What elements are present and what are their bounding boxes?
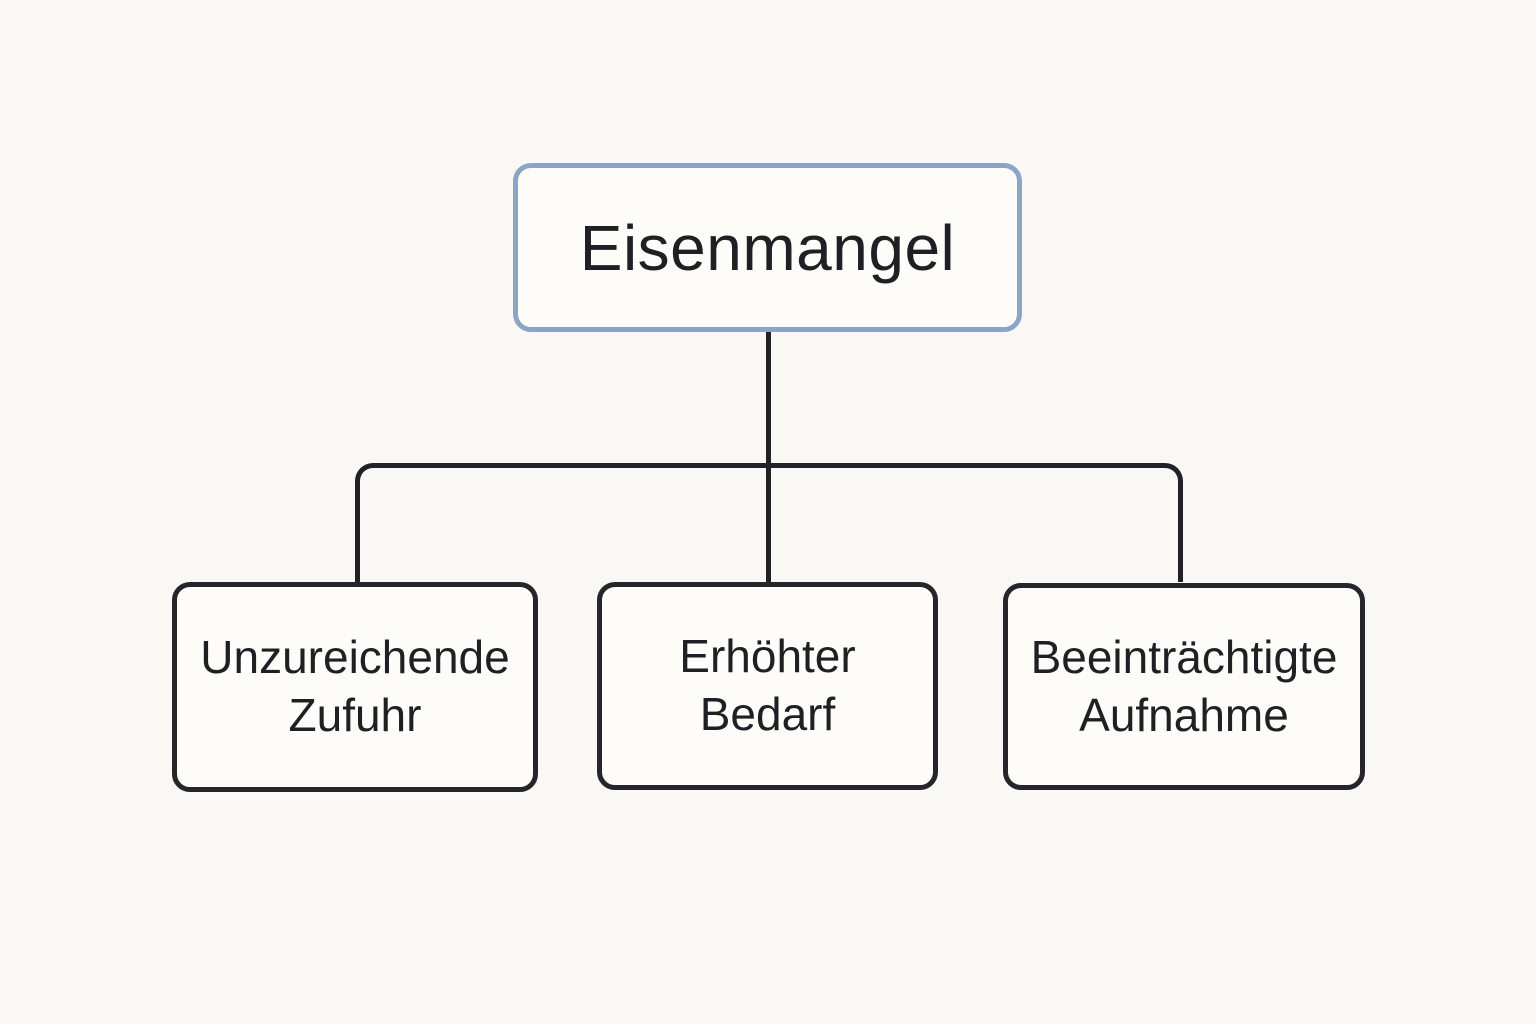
child-node-erhoehter-bedarf: Erhöhter Bedarf	[597, 582, 938, 790]
child-node-label-line1: Erhöhter	[679, 630, 856, 683]
root-node-eisenmangel: Eisenmangel	[513, 163, 1022, 332]
child-node-label: Unzureichende Zufuhr	[200, 629, 509, 745]
child-node-label: Erhöhter Bedarf	[679, 628, 855, 744]
child-node-label-line2: Bedarf	[699, 688, 836, 740]
child-node-label-line2: Aufnahme	[1079, 688, 1289, 741]
child-node-label-line1: Beeinträchtigte	[1030, 630, 1338, 683]
child-node-unzureichende-zufuhr: Unzureichende Zufuhr	[172, 582, 538, 792]
child-node-label-line2: Zufuhr	[288, 689, 422, 741]
child-node-label: Beeinträchtigte Aufnahme	[1031, 629, 1338, 745]
connector-branch	[355, 463, 1183, 582]
root-node-label: Eisenmangel	[579, 211, 956, 284]
child-node-label-line1: Unzureichende	[200, 631, 510, 684]
connector-root-to-children	[766, 330, 771, 582]
child-node-beeintraechtigte-aufnahme: Beeinträchtigte Aufnahme	[1003, 583, 1365, 790]
